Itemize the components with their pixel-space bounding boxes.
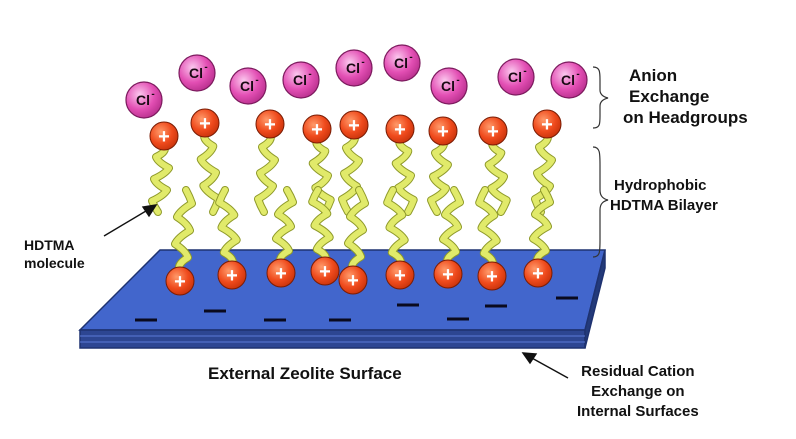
cation-plus-label: + [541,114,553,136]
bilayer-bracket [593,147,608,257]
chloride-charge-label: - [409,52,412,63]
cation-plus-label: + [442,264,454,286]
chloride-label: Cl [508,69,522,85]
cation-headgroup: + [386,115,414,143]
molecule-arrow [104,208,151,236]
cation-headgroup: + [434,260,462,288]
chloride-ion: Cl- [126,82,162,118]
chloride-charge-label: - [308,69,311,80]
cation-plus-label: + [532,263,544,285]
cation-headgroup: + [218,261,246,289]
cation-headgroup: + [256,110,284,138]
chloride-charge-label: - [204,62,207,73]
chloride-ion: Cl- [498,59,534,95]
cation-plus-label: + [226,265,238,287]
chloride-ion: Cl- [551,62,587,98]
cation-plus-label: + [394,119,406,141]
chloride-label: Cl [346,60,360,76]
cation-plus-label: + [264,114,276,136]
chloride-label: Cl [189,65,203,81]
cation-headgroup: + [339,266,367,294]
chloride-label: Cl [293,72,307,88]
residual-arrow [530,357,568,378]
chloride-ions: Cl-Cl-Cl-Cl-Cl-Cl-Cl-Cl-Cl- [126,45,587,118]
cation-plus-label: + [319,261,331,283]
cation-plus-label: + [394,265,406,287]
cation-plus-label: + [311,119,323,141]
chloride-label: Cl [394,55,408,71]
residual-arrowhead [523,353,536,363]
cation-headgroup: + [533,110,561,138]
cation-plus-label: + [199,113,211,135]
cation-headgroup: + [303,115,331,143]
cation-headgroup: + [479,117,507,145]
chloride-label: Cl [561,72,575,88]
chloride-ion: Cl- [384,45,420,81]
cation-headgroup: + [524,259,552,287]
chloride-ion: Cl- [336,50,372,86]
chloride-charge-label: - [523,66,526,77]
cation-headgroup: + [429,117,457,145]
hdtma-tail [152,146,169,212]
cation-plus-label: + [174,271,186,293]
anion-exchange-label: Anion Exchange on Headgroups [623,65,748,128]
brackets [593,67,608,257]
surface-label: External Zeolite Surface [208,364,402,384]
chloride-label: Cl [441,78,455,94]
cation-headgroup: + [150,122,178,150]
cation-plus-label: + [487,121,499,143]
cation-plus-label: + [437,121,449,143]
chloride-label: Cl [240,78,254,94]
cation-headgroup: + [191,109,219,137]
chloride-charge-label: - [255,75,258,86]
cation-headgroup: + [386,261,414,289]
cation-plus-label: + [348,115,360,137]
chloride-ion: Cl- [230,68,266,104]
cation-plus-label: + [275,263,287,285]
cation-headgroup: + [311,257,339,285]
cation-plus-label: + [158,126,170,148]
chloride-charge-label: - [151,89,154,100]
anion-bracket [593,67,608,128]
chloride-charge-label: - [576,69,579,80]
chloride-charge-label: - [456,75,459,86]
cation-headgroup: + [267,259,295,287]
cation-headgroup: + [478,262,506,290]
residual-exchange-label: Residual Cation Exchange on Internal Sur… [577,362,699,422]
chloride-charge-label: - [361,57,364,68]
hdtma-molecule-label: HDTMA molecule [24,236,85,272]
slab-front-face [80,330,585,348]
cation-plus-label: + [486,266,498,288]
bilayer-label: Hydrophobic HDTMA Bilayer [610,176,718,216]
chloride-label: Cl [136,92,150,108]
chloride-ion: Cl- [431,68,467,104]
chloride-ion: Cl- [283,62,319,98]
cation-headgroup: + [166,267,194,295]
hdtma-tail [489,141,507,212]
chloride-ion: Cl- [179,55,215,91]
cation-plus-label: + [347,270,359,292]
cation-headgroup: + [340,111,368,139]
